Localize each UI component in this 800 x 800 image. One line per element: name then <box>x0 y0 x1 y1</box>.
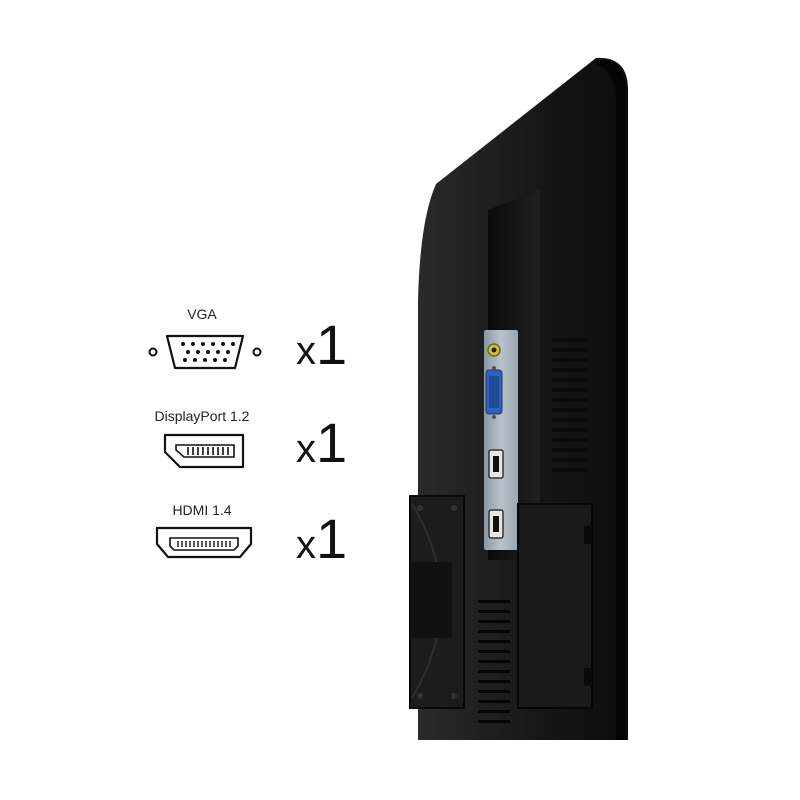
displayport-count: x1 <box>296 410 347 475</box>
displayport-icon <box>163 433 245 469</box>
vga-count-prefix: x <box>296 329 316 373</box>
vga-port-icon <box>148 334 262 370</box>
hdmi-count-value: 1 <box>316 507 348 570</box>
hdmi-count: x1 <box>296 506 347 571</box>
vga-label: VGA <box>187 306 217 322</box>
vga-count-value: 1 <box>316 313 348 376</box>
lower-vent <box>478 600 510 723</box>
cable-cover <box>517 503 593 709</box>
displayport-count-prefix: x <box>296 427 316 471</box>
displayport-count-value: 1 <box>316 411 348 474</box>
hdmi-label: HDMI 1.4 <box>172 502 232 518</box>
monitor-rear-image <box>409 57 628 740</box>
vent-grille <box>552 338 588 472</box>
displayport-label: DisplayPort 1.2 <box>154 408 250 424</box>
vga-count: x1 <box>296 312 347 377</box>
hdmi-count-prefix: x <box>296 523 316 567</box>
hdmi-port-icon <box>155 526 253 559</box>
